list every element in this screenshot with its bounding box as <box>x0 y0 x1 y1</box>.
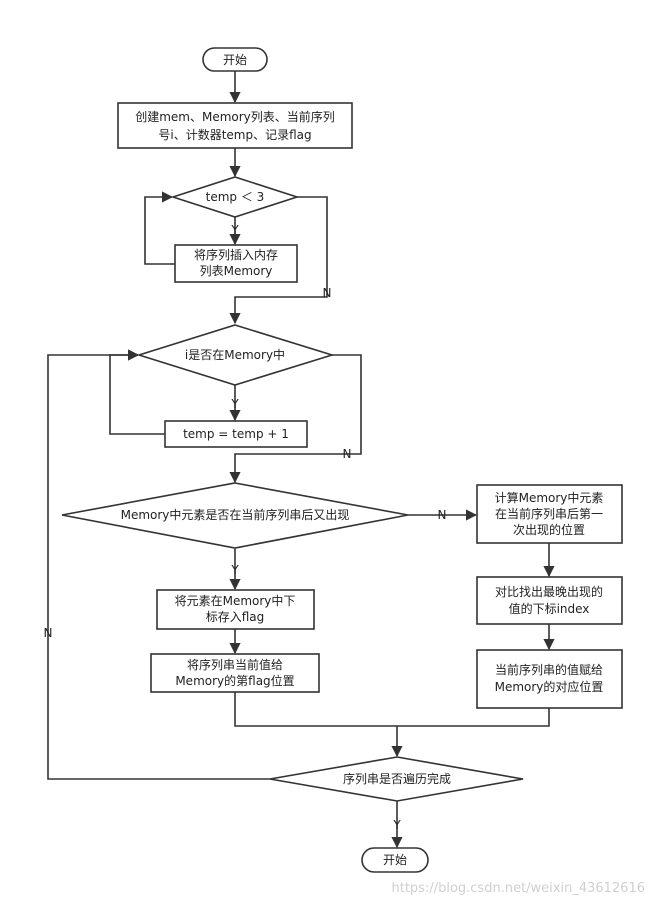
cond-in-memory-node: i是否在Memory中 <box>136 324 335 386</box>
compare-latest-label-line-1: 对比找出最晚出现的 <box>495 584 603 599</box>
assign-index-node: 当前序列串的值赋给 Memory的对应位置 <box>476 649 623 709</box>
init-label-line-2: 号i、计数器temp、记录flag <box>158 127 311 142</box>
inc-temp-node: temp = temp + 1 <box>164 420 308 448</box>
assign-flag-label-line-1: 将序列串当前值给 <box>187 657 283 672</box>
assign-flag-process-box <box>150 653 320 693</box>
edge-inc-loop-back <box>109 349 165 435</box>
init-label-line-1: 创建mem、Memory列表、当前序列 <box>135 109 335 124</box>
insert-node: 将序列插入内存 列表Memory <box>174 244 298 283</box>
start-terminator <box>202 47 268 72</box>
edge-insert-loop-back <box>144 191 175 265</box>
edge-label-done-no: N <box>44 626 53 640</box>
cond-reappear-diamond <box>61 482 409 549</box>
end-node: 开始 <box>361 847 429 873</box>
inc-temp-process-box <box>164 420 308 448</box>
assign-flag-node: 将序列串当前值给 Memory的第flag位置 <box>150 653 320 693</box>
store-flag-label-line-1: 将元素在Memory中下 <box>175 593 296 608</box>
cond-done-diamond <box>269 756 524 802</box>
edge-label-temp-yes: Y <box>230 223 239 237</box>
assign-index-label-line-1: 当前序列串的值赋给 <box>495 662 603 677</box>
cond-reappear-label: Memory中元素是否在当前序列串后又出现 <box>121 507 350 522</box>
cond-reappear-node: Memory中元素是否在当前序列串后又出现 <box>61 482 409 549</box>
compute-first-label-line-1: 计算Memory中元素 <box>495 490 604 505</box>
cond-done-node: 序列串是否遍历完成 <box>269 756 524 802</box>
edge-label-temp-no: N <box>323 286 332 300</box>
edge-mem-no <box>229 354 362 484</box>
inc-temp-label: temp = temp + 1 <box>183 427 289 441</box>
cond-in-memory-label: i是否在Memory中 <box>185 347 285 362</box>
assign-index-process-box <box>476 649 623 709</box>
edge-label-mem-no: N <box>343 447 352 461</box>
compare-latest-label-line-2: 值的下标index <box>509 601 590 616</box>
assign-flag-label-line-2: Memory的第flag位置 <box>175 673 294 688</box>
watermark: https://blog.csdn.net/weixin_43612616 <box>391 881 645 896</box>
edge-assign-flag-merge <box>234 692 550 727</box>
insert-process-box <box>174 244 298 283</box>
end-label: 开始 <box>383 853 407 867</box>
cond-temp-diamond <box>170 176 300 218</box>
compare-latest-process-box <box>476 576 623 625</box>
store-flag-label-line-2: 标存入flag <box>206 610 265 624</box>
edge-label-reappear-no: N <box>438 508 447 522</box>
compute-first-node: 计算Memory中元素 在当前序列串后第一 次出现的位置 <box>476 484 623 544</box>
init-node: 创建mem、Memory列表、当前序列 号i、计数器temp、记录flag <box>117 102 353 149</box>
edges <box>47 71 555 849</box>
edge-label-mem-yes: Y <box>230 397 239 411</box>
insert-label-line-2: 列表Memory <box>200 264 273 278</box>
edge-label-done-yes: Y <box>392 818 401 832</box>
cond-temp-node: temp ＜ 3 <box>170 176 300 218</box>
cond-temp-label: temp ＜ 3 <box>206 190 265 204</box>
compute-first-process-box <box>476 484 623 544</box>
store-flag-node: 将元素在Memory中下 标存入flag <box>156 589 315 630</box>
start-node: 开始 <box>202 47 268 72</box>
insert-label-line-1: 将序列插入内存 <box>194 247 278 262</box>
end-terminator <box>361 847 429 873</box>
start-label: 开始 <box>223 53 247 67</box>
edge-labels: Y N Y N N Y N Y <box>44 223 447 832</box>
compare-latest-node: 对比找出最晚出现的 值的下标index <box>476 576 623 625</box>
assign-index-label-line-2: Memory的对应位置 <box>495 679 604 694</box>
cond-in-memory-diamond <box>136 324 335 386</box>
compute-first-label-line-2: 在当前序列串后第一 <box>495 506 603 521</box>
compute-first-label-line-3: 次出现的位置 <box>513 522 585 537</box>
edge-temp-no <box>229 196 328 325</box>
cond-done-label: 序列串是否遍历完成 <box>343 771 451 786</box>
edge-done-no-loop <box>47 349 270 780</box>
store-flag-process-box <box>156 589 315 630</box>
init-process-box <box>117 102 353 149</box>
edge-label-reappear-yes: Y <box>230 563 239 577</box>
